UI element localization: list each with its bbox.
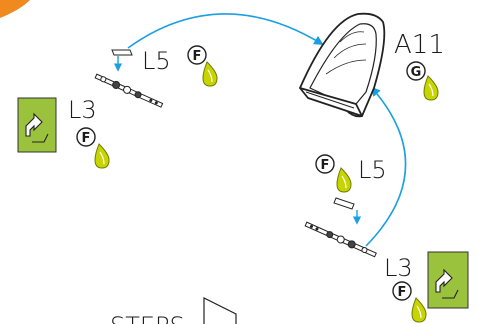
f-badge-l3-left-text: F (82, 131, 91, 146)
lubricant-drop-icon (94, 143, 110, 169)
label-steps: STEPS (110, 312, 185, 324)
g-badge-a11: G (406, 61, 426, 81)
f-badge-l5-right: F (315, 154, 335, 174)
next-step-graphic (203, 297, 237, 324)
strap-part-top (94, 49, 164, 108)
label-l3-bottom: L3 (384, 254, 413, 282)
seat-shell-a11 (299, 12, 386, 118)
arc-arrow-right (365, 86, 407, 247)
f-badge-l3-bottom-text: F (398, 285, 407, 300)
lubricant-drop-icon (411, 297, 427, 323)
label-l5-right: L5 (358, 156, 387, 184)
orange-corner-tab (0, 0, 30, 18)
label-l5-top: L5 (142, 47, 171, 75)
turn-over-arrow-icon (427, 251, 469, 309)
lubricant-drop-icon (202, 61, 218, 87)
f-badge-l5-right-text: F (321, 158, 330, 173)
f-badge-top: F (187, 45, 207, 65)
strap-part-bottom (304, 197, 377, 258)
label-a11: A11 (394, 30, 445, 60)
lubricant-drop-icon (336, 167, 352, 193)
f-badge-top-text: F (193, 49, 202, 64)
arc-arrow-top (127, 13, 324, 49)
lubricant-drop-icon (423, 75, 439, 101)
g-badge-a11-text: G (411, 65, 422, 80)
turn-over-arrow-icon (17, 97, 57, 153)
f-badge-l3-left: F (76, 127, 96, 147)
f-badge-l3-bottom: F (392, 281, 412, 301)
label-l3-left: L3 (68, 96, 97, 124)
